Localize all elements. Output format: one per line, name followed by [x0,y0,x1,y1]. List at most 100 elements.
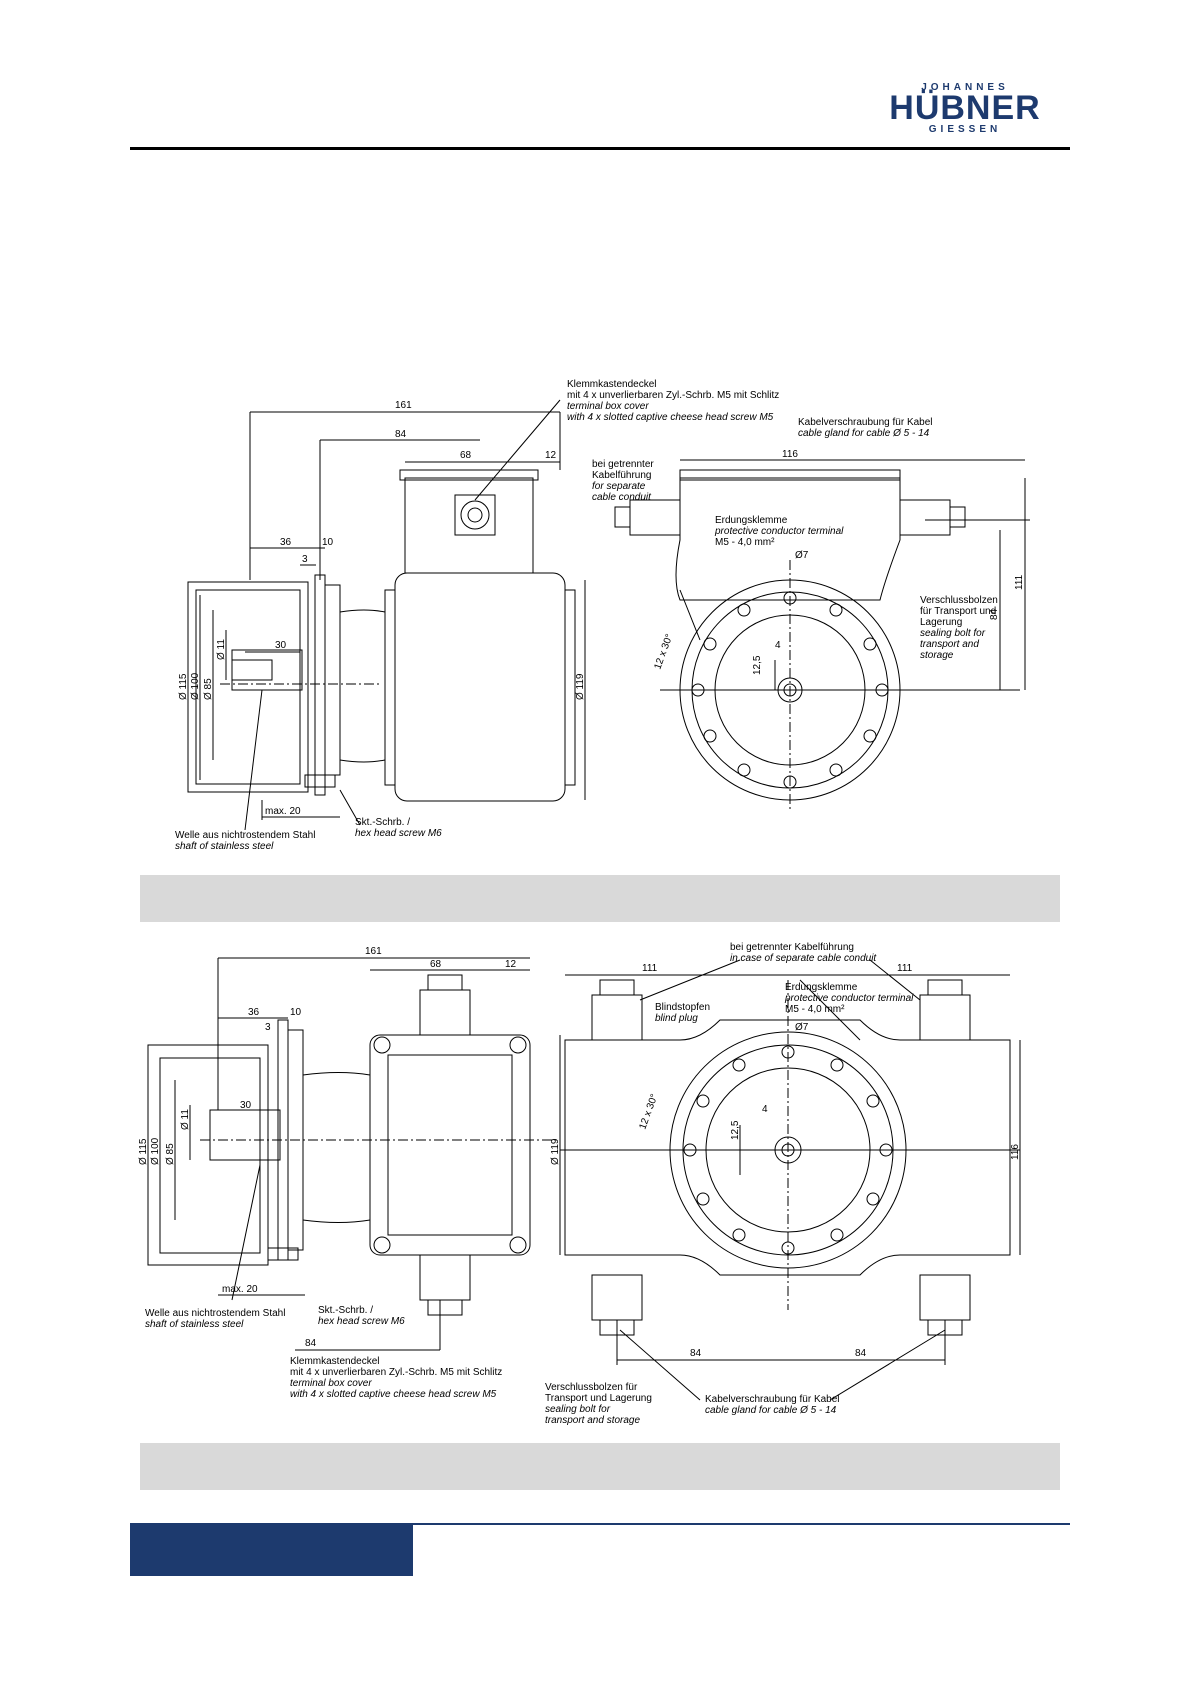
dim-12-5: 12,5 [752,655,763,675]
drawing2-front-view [560,959,1021,1401]
note2-shaft-de: Welle aus nichtrostendem Stahl [145,1308,285,1319]
note2-earth-en: protective conductor terminal [784,993,914,1004]
note2-cover-en1: terminal box cover [290,1378,372,1389]
note-earth-en: protective conductor terminal [714,526,844,537]
drawing1-side-view [187,399,586,831]
note-earth-de: Erdungsklemme [715,515,788,526]
dim-161: 161 [395,400,412,411]
dim2-84-left: 84 [690,1348,702,1359]
dim-10: 10 [322,537,334,548]
note-sep-en1: for separate [592,481,646,492]
dim-d115: Ø 115 [178,673,189,700]
dim2-3: 3 [265,1022,271,1033]
note2-gland-de: Kabelverschraubung für Kabel [705,1394,840,1405]
note2-screw-de: Skt.-Schrb. / [318,1305,373,1316]
note2-bolt-en1: sealing bolt for [545,1404,611,1415]
footer-rule [130,1523,1070,1525]
note2-cover-en2: with 4 x slotted captive cheese head scr… [290,1389,497,1400]
note2-sep-de: bei getrennter Kabelführung [730,942,854,953]
note2-bolt-de1: Verschlussbolzen für [545,1382,638,1393]
logo-bottom-text: GIESSEN [928,124,1002,135]
dim2-d100: Ø 100 [150,1137,161,1165]
dim-30: 30 [275,640,287,651]
note-earth-val: M5 - 4,0 mm² [715,537,775,548]
note-cover-de: Klemmkastendeckel [567,379,656,390]
dim-max20: max. 20 [265,806,301,817]
dim2-161: 161 [365,946,382,957]
dim2-max20: max. 20 [222,1284,258,1295]
note-screw-en: hex head screw M6 [355,828,442,839]
logo-top-text: JOHANNES [921,82,1009,93]
note2-shaft-en: shaft of stainless steel [145,1319,244,1330]
dim2-d119: Ø 119 [550,1138,561,1165]
note-sep-de2: Kabelführung [592,470,652,481]
dim2-d85: Ø 85 [165,1143,176,1165]
note2-plug-en: blind plug [655,1013,698,1024]
dim-111: 111 [1014,574,1025,590]
note2-sep-en: in case of separate cable conduit [730,953,877,964]
dim-12: 12 [545,450,557,461]
huebner-logo: JOHANNES HÜBNER GIESSEN [870,82,1060,135]
dim2-d7: Ø7 [795,1022,809,1033]
dim2-68: 68 [430,959,442,970]
note2-gland-en: cable gland for cable Ø 5 - 14 [705,1405,837,1416]
note2-cover-de: Klemmkastendeckel [290,1356,379,1367]
dim2-84-right: 84 [855,1348,867,1359]
dim-d11: Ø 11 [216,639,227,660]
dim2-4: 4 [762,1104,768,1115]
note-shaft-en: shaft of stainless steel [175,841,274,852]
dim2-d115: Ø 115 [138,1138,149,1165]
caption-bar-2 [140,1443,1060,1490]
footer-block [130,1523,413,1576]
dim2-116: 116 [1010,1144,1021,1160]
note-shaft-de: Welle aus nichtrostendem Stahl [175,830,315,841]
drawing2-side-view [147,957,561,1351]
note-bolt-en1: sealing bolt for [920,628,986,639]
note-bolt-de1: Verschlussbolzen [920,595,998,606]
note-gland-de: Kabelverschraubung für Kabel [798,417,933,428]
dim-d7: Ø7 [795,550,809,561]
header-rule [130,147,1070,150]
note-cover-de2: mit 4 x unverlierbaren Zyl.-Schrb. M5 mi… [567,390,779,401]
dim-4: 4 [775,640,781,651]
dim2-36: 36 [248,1007,260,1018]
note-screw-de: Skt.-Schrb. / [355,817,410,828]
note-gland-en: cable gland for cable Ø 5 - 14 [798,428,930,439]
dim-68: 68 [460,450,472,461]
dim2-84-bottom: 84 [305,1338,317,1349]
dim-d85: Ø 85 [203,678,214,700]
note2-earth-val: M5 - 4,0 mm² [785,1004,845,1015]
logo-main-text: HÜBNER [889,89,1041,127]
drawing2-bolt-holes [683,1045,893,1255]
dim-3: 3 [302,554,308,565]
dim2-10: 10 [290,1007,302,1018]
dim2-30: 30 [240,1100,252,1111]
dim2-111-right: 111 [897,963,913,974]
note2-screw-en: hex head screw M6 [318,1316,405,1327]
dim-d100: Ø 100 [190,672,201,700]
drawing1-labels: 161 84 68 12 36 10 3 30 Ø 115 Ø 100 Ø 85… [175,379,1025,852]
note-sep-en2: cable conduit [592,492,652,503]
note-cover-en2: with 4 x slotted captive cheese head scr… [567,412,774,423]
dim-116: 116 [782,449,798,460]
dim-d119: Ø 119 [575,673,586,700]
dim-84-vertical: 84 [989,608,1000,620]
note2-earth-de: Erdungsklemme [785,982,858,993]
drawing1-bolt-holes [691,591,889,789]
note2-plug-de: Blindstopfen [655,1002,710,1013]
note-bolt-en2: transport and [920,639,979,650]
dim2-12x30: 12 x 30° [637,1093,660,1131]
note-bolt-de3: Lagerung [920,617,962,628]
note-bolt-en3: storage [920,650,954,661]
note2-bolt-de2: Transport und Lagerung [545,1393,652,1404]
dim-12x30: 12 x 30° [652,633,675,671]
dim2-111-left: 111 [642,963,658,974]
drawing2-labels: 161 68 12 36 10 3 30 Ø 115 Ø 100 Ø 85 Ø … [138,942,1021,1426]
caption-bar-1 [140,875,1060,922]
dim2-12-5: 12,5 [730,1120,741,1140]
note-cover-en1: terminal box cover [567,401,649,412]
dim2-12: 12 [505,959,517,970]
dim-36: 36 [280,537,292,548]
note2-cover-de2: mit 4 x unverlierbaren Zyl.-Schrb. M5 mi… [290,1367,502,1378]
